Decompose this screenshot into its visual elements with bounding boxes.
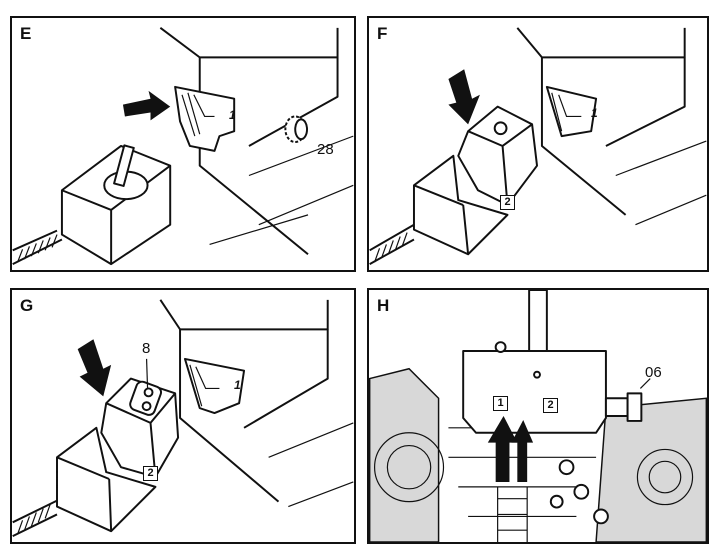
callout-06-leader <box>639 378 651 389</box>
panel-g-illustration <box>12 299 354 537</box>
block-top-edge <box>159 299 329 331</box>
arrow-icon <box>122 90 171 121</box>
timing-chain <box>497 486 528 542</box>
panel-f: F 1 2 <box>367 16 709 272</box>
panel-h: H 1 2 06 <box>367 288 709 544</box>
panel-h-illustration <box>369 290 707 542</box>
block-top-edge <box>159 27 339 59</box>
slot-outline <box>174 85 236 152</box>
panel-letter: E <box>20 24 32 43</box>
pulley-right <box>636 448 694 506</box>
panel-letter: F <box>377 24 388 43</box>
bolt-06-head <box>604 397 629 417</box>
callout-8: 8 <box>142 340 151 357</box>
coil-outline <box>369 223 415 265</box>
part-tag-1: 1 <box>234 378 241 392</box>
bolt-06-hex <box>626 392 643 422</box>
panel-e: E 1 28 <box>10 16 356 272</box>
block-lines <box>268 422 354 508</box>
arrow-icon <box>448 69 480 125</box>
pulley-left <box>374 432 445 503</box>
part-tag-1: 1 <box>591 106 598 120</box>
block-front-edge <box>179 329 280 503</box>
chain-guide-lines <box>189 364 220 407</box>
tensioner-body <box>100 377 180 479</box>
tool-center-hole <box>533 370 541 379</box>
arrow-up-right-icon <box>511 419 534 482</box>
nut-a <box>558 459 575 476</box>
nut-b <box>573 483 590 500</box>
tensioner-body <box>457 105 538 207</box>
block-front-edge <box>540 57 627 216</box>
block-top-edge <box>516 27 686 59</box>
callout-8-leader <box>145 358 149 389</box>
part-tag-1: 1 <box>493 396 508 411</box>
coil-lines <box>374 232 408 263</box>
part-tag-2: 2 <box>543 398 558 413</box>
callout-28: 28 <box>317 141 334 158</box>
block-lines <box>615 140 707 226</box>
engine-left-housing <box>369 367 440 542</box>
panel-g: G 1 2 8 <box>10 288 356 544</box>
block-side-edge <box>243 329 329 429</box>
tensioner-hole <box>493 121 508 136</box>
tensioner-plate <box>129 380 162 416</box>
tool-rod <box>528 290 548 353</box>
coil-outline <box>12 229 63 265</box>
pin-block-edges <box>61 164 171 265</box>
nut-c <box>593 508 609 525</box>
part-tag-2: 2 <box>500 195 515 210</box>
guide-pin <box>113 144 135 187</box>
chain-guide-lines <box>551 92 582 132</box>
lower-block-edges <box>413 184 470 255</box>
part-tag-1: 1 <box>229 108 236 122</box>
block-side-edge <box>605 57 686 147</box>
coil-lines <box>17 504 51 535</box>
bolt-28-end <box>294 118 309 141</box>
slot-outline <box>545 85 598 138</box>
panel-letter: G <box>20 296 34 315</box>
pulley-left-inner <box>386 444 432 490</box>
coil-outline <box>12 499 58 537</box>
pulley-right-inner <box>648 460 682 494</box>
arrow-up-left-icon <box>487 416 518 482</box>
block-front-edge <box>198 57 309 256</box>
nut-d <box>549 494 564 509</box>
block-lines <box>209 135 354 245</box>
callout-06: 06 <box>645 364 662 381</box>
lower-block-edges <box>56 456 113 532</box>
panel-letter: H <box>377 296 390 315</box>
panel-e-illustration <box>12 27 354 266</box>
part-tag-2: 2 <box>143 466 158 481</box>
bolt-8-bottom <box>141 401 152 412</box>
panel-f-illustration <box>369 27 707 265</box>
tool-bolt-top <box>494 341 507 353</box>
bolt-8-top <box>143 387 154 398</box>
coil-lines <box>17 234 58 263</box>
block-side-edge <box>248 57 339 147</box>
tool-block <box>462 350 607 434</box>
lower-block <box>56 426 157 533</box>
chain-guide-lines <box>181 92 215 137</box>
arrow-icon <box>77 339 112 397</box>
